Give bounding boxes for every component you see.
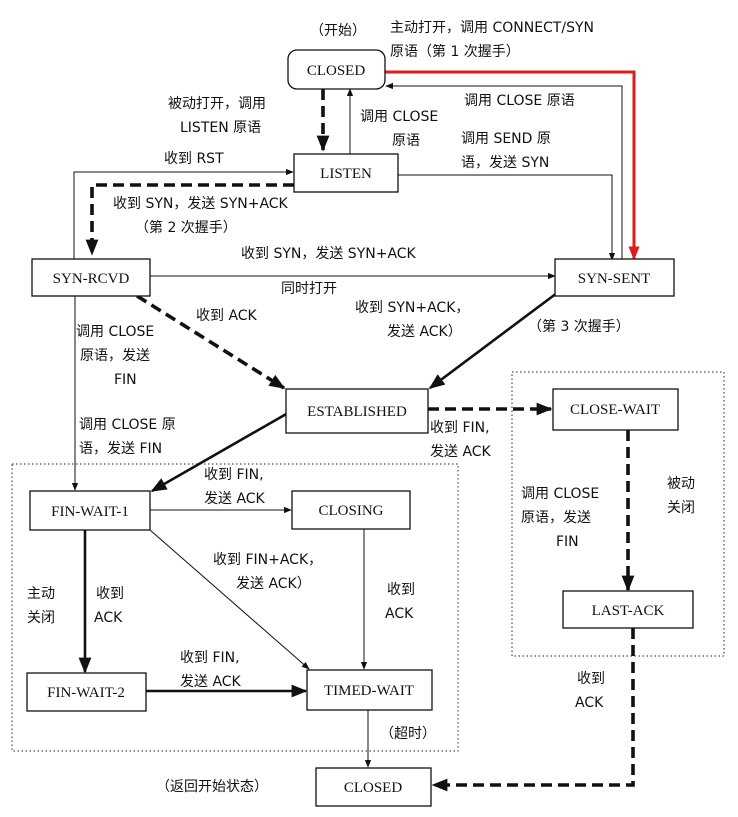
- label-send-syn-1: 调用 SEND 原: [461, 131, 551, 147]
- edge-listen-to-synsent: [398, 174, 616, 261]
- label-rcvd-close-1: 调用 CLOSE: [76, 324, 154, 340]
- state-established: ESTABLISHED: [285, 388, 429, 434]
- state-label: CLOSING: [318, 503, 383, 519]
- label-la-ack-1: 收到: [577, 671, 605, 687]
- label-passive-open-2: LISTEN 原语: [180, 120, 261, 136]
- label-cw-close-3: FIN: [556, 534, 579, 550]
- label-fw1-ack-1: 收到: [96, 586, 124, 602]
- label-recv-syn-2: （第 2 次握手）: [135, 219, 237, 236]
- edge-synrcvd-to-listen-rst: [73, 168, 294, 261]
- label-cw-close-1: 调用 CLOSE: [521, 486, 599, 502]
- label-third-handshake: （第 3 次握手）: [528, 318, 630, 335]
- label-la-ack-2: ACK: [575, 695, 604, 711]
- edge-synrcvd-to-established: [136, 294, 286, 390]
- label-fw1-fin-1: 收到 FIN,: [204, 467, 264, 483]
- state-close-wait: CLOSE-WAIT: [552, 388, 679, 431]
- label-fw2-fin-2: 发送 ACK: [180, 674, 242, 690]
- label-simul-1: 收到 SYN，发送 SYN+ACK: [241, 246, 417, 262]
- edge-synsent-to-closed: [385, 82, 623, 261]
- state-label: FIN-WAIT-1: [51, 504, 129, 520]
- label-active-open-1: 主动打开，调用 CONNECT/SYN: [390, 19, 594, 36]
- state-label: CLOSE-WAIT: [570, 402, 660, 418]
- label-synack-2: 发送 ACK）: [387, 324, 462, 340]
- edge-established-to-finwait1: [150, 411, 289, 493]
- label-listen-close-1: 调用 CLOSE: [360, 109, 438, 125]
- edge-synsent-to-established: [428, 291, 558, 390]
- state-listen: LISTEN: [293, 153, 399, 193]
- label-rcvd-ack: 收到 ACK: [196, 308, 258, 324]
- label-passive-close-2: 关闭: [667, 500, 695, 516]
- label-send-syn-2: 语，发送 SYN: [461, 155, 549, 171]
- label-recv-rst: 收到 RST: [164, 151, 224, 167]
- edge-lastack-to-closed: [431, 628, 635, 792]
- label-back-to-start: （返回开始状态）: [156, 779, 268, 795]
- state-label: FIN-WAIT-2: [47, 685, 125, 701]
- state-label: SYN-RCVD: [53, 271, 130, 287]
- label-listen-close-2: 原语: [392, 133, 420, 149]
- state-closed-bottom: CLOSED: [315, 767, 432, 807]
- state-fin-wait-2: FIN-WAIT-2: [26, 672, 147, 712]
- label-closing-ack-1: 收到: [387, 582, 415, 598]
- state-closed-top: CLOSED: [287, 49, 386, 90]
- state-syn-sent: SYN-SENT: [554, 258, 675, 297]
- state-closing: CLOSING: [291, 490, 411, 530]
- label-timeout: （超时）: [380, 726, 436, 742]
- label-active-close-1: 主动: [27, 586, 55, 602]
- label-synsent-close: 调用 CLOSE 原语: [464, 93, 575, 109]
- label-rcvd-close-3: FIN: [114, 372, 137, 388]
- state-fin-wait-1: FIN-WAIT-1: [29, 490, 151, 531]
- label-fw1-fin-2: 发送 ACK: [204, 491, 266, 507]
- label-est-fin-2: 发送 ACK: [430, 444, 492, 460]
- edge-listen-to-synrcvd: [85, 183, 294, 256]
- state-label: ESTABLISHED: [307, 404, 407, 420]
- state-label: TIMED-WAIT: [324, 683, 414, 699]
- edge-finwait1-to-timedwait: [149, 529, 310, 670]
- label-active-close-2: 关闭: [27, 610, 55, 626]
- label-fw1-ack-2: ACK: [94, 610, 123, 626]
- label-closing-ack-2: ACK: [385, 606, 414, 622]
- state-label: LISTEN: [320, 166, 372, 182]
- state-syn-rcvd: SYN-RCVD: [31, 258, 151, 297]
- label-start: （开始）: [310, 23, 366, 39]
- label-fw2-fin-1: 收到 FIN,: [180, 650, 240, 666]
- state-label: LAST-ACK: [592, 603, 665, 619]
- label-est-close-1: 调用 CLOSE 原: [79, 417, 176, 433]
- label-est-close-2: 语，发送 FIN: [79, 441, 162, 457]
- label-rcvd-close-2: 原语，发送: [80, 348, 150, 364]
- state-label: CLOSED: [344, 780, 403, 796]
- label-recv-syn-1: 收到 SYN，发送 SYN+ACK: [113, 196, 289, 212]
- state-label: CLOSED: [307, 63, 366, 79]
- label-active-open-2: 原语（第 1 次握手）: [390, 43, 520, 60]
- edge-closed-to-synsent-red: [385, 70, 640, 261]
- state-label: SYN-SENT: [578, 271, 651, 287]
- state-timed-wait: TIMED-WAIT: [306, 669, 433, 711]
- label-finack-2: 发送 ACK）: [236, 576, 311, 592]
- label-est-fin-1: 收到 FIN,: [430, 420, 490, 436]
- state-last-ack: LAST-ACK: [562, 590, 694, 629]
- label-synack-1: 收到 SYN+ACK，: [355, 300, 469, 316]
- label-finack-1: 收到 FIN+ACK，: [213, 552, 322, 568]
- label-simul-2: 同时打开: [281, 280, 337, 297]
- label-passive-close-1: 被动: [667, 476, 695, 492]
- label-passive-open-1: 被动打开，调用: [168, 95, 266, 112]
- active-close-region: [11, 463, 459, 752]
- label-cw-close-2: 原语，发送: [521, 510, 591, 526]
